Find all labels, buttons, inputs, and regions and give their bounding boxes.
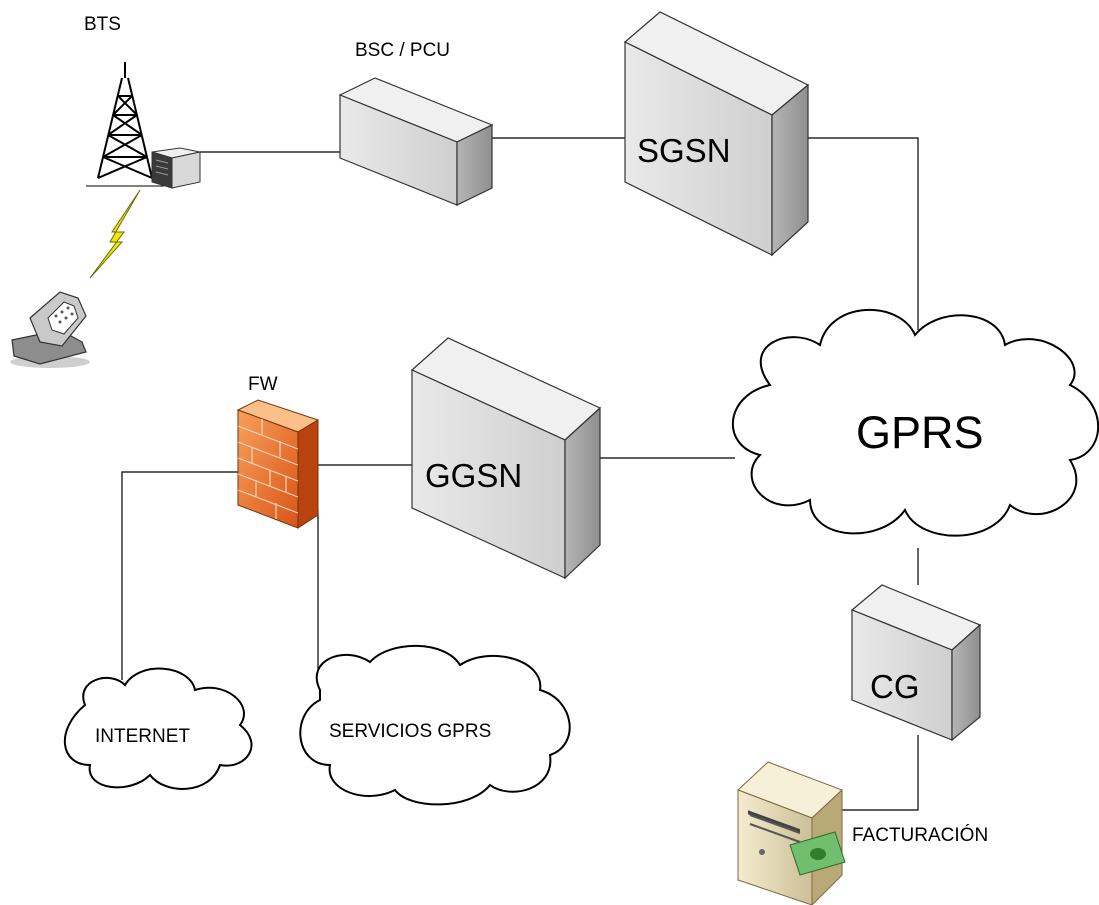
bsc-pcu-device [338,77,494,206]
bsc-pcu-label: BSC / PCU [355,40,450,61]
servicios-gprs-cloud [299,644,571,806]
ggsn-server [410,337,602,580]
servicios-gprs-label: SERVICIOS GPRS [329,721,491,742]
line-fw-internet [121,471,240,680]
facturacion-label: FACTURACIÓN [852,824,988,846]
gprs-label: GPRS [856,407,984,458]
internet-cloud [63,667,253,790]
billing-server-icon [737,761,846,905]
line-sgsn-gprs [808,137,919,330]
sgsn-label: SGSN [637,132,731,169]
bts-label: BTS [84,14,121,35]
fw-label: FW [248,374,278,395]
line-cg-facturacion [842,735,919,811]
bts-cabinet-icon [151,147,201,189]
wireless-signal-icon [89,189,141,279]
cg-server [850,584,982,742]
gprs-cloud [732,308,1099,537]
sgsn-server [623,11,810,257]
firewall-icon [236,399,320,529]
bts-tower-icon [86,62,164,187]
internet-label: INTERNET [95,726,190,747]
mobile-phone-icon [10,291,90,368]
cg-label: CG [870,668,920,705]
connection-lines [121,137,919,811]
ggsn-label: GGSN [425,457,522,494]
